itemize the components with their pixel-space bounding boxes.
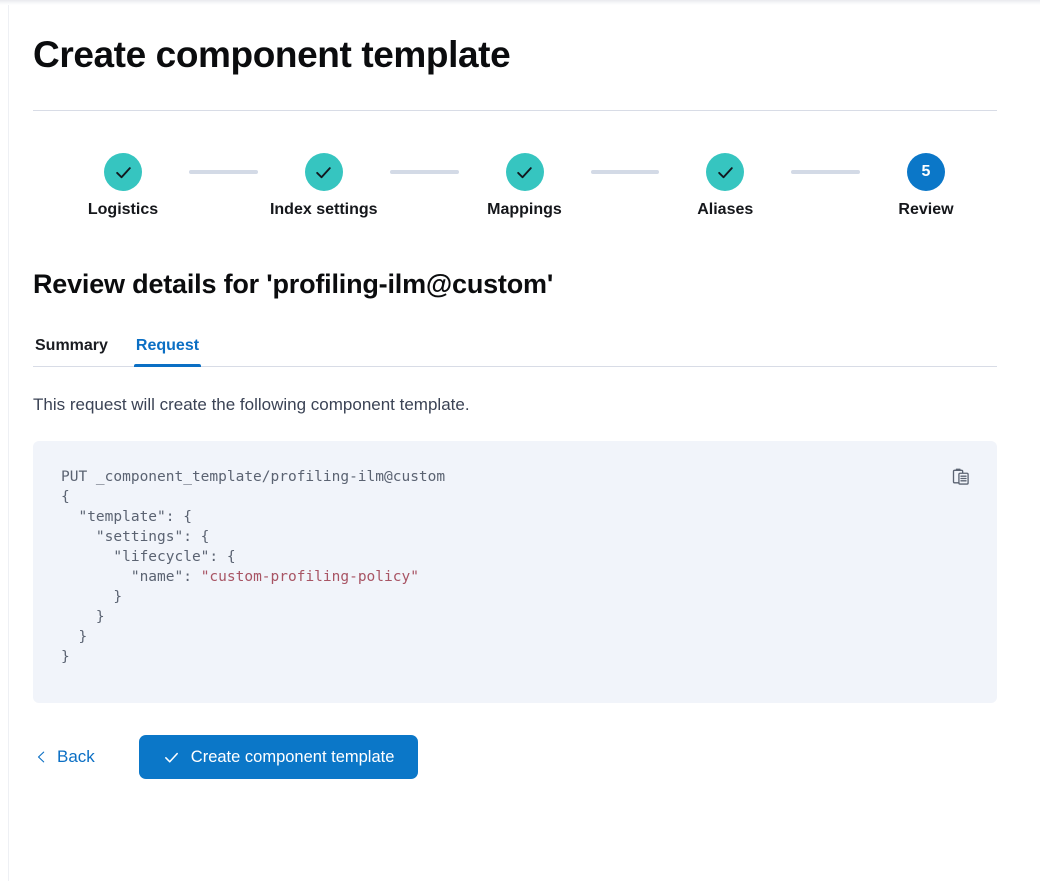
- step-logistics[interactable]: Logistics: [57, 153, 189, 219]
- step-aliases[interactable]: Aliases: [659, 153, 791, 219]
- step-circle-complete: [104, 153, 142, 191]
- step-mappings[interactable]: Mappings: [459, 153, 591, 219]
- step-label-review: Review: [898, 201, 954, 218]
- step-circle-current: 5: [907, 153, 945, 191]
- chevron-left-icon: [37, 751, 45, 763]
- wizard-footer: Back Create component template: [33, 735, 1016, 779]
- check-icon: [164, 752, 178, 763]
- create-component-template-button[interactable]: Create component template: [138, 735, 419, 779]
- step-connector-2: [389, 170, 459, 174]
- window-top-chrome: [0, 0, 1040, 5]
- back-button-label: Back: [57, 747, 95, 766]
- check-icon: [316, 166, 332, 178]
- step-circle-complete: [505, 153, 544, 191]
- step-review[interactable]: 5 Review: [860, 153, 992, 219]
- step-number: 5: [921, 163, 931, 180]
- tab-summary[interactable]: Summary: [33, 336, 110, 366]
- code-line-1: "template": {: [61, 509, 192, 525]
- back-button[interactable]: Back: [33, 743, 97, 771]
- step-index-settings[interactable]: Index settings: [258, 153, 390, 219]
- copy-clipboard-icon[interactable]: [947, 463, 975, 491]
- request-code: PUT _component_template/profiling-ilm@cu…: [61, 467, 969, 667]
- code-line-8: }: [61, 649, 70, 665]
- step-label-logistics: Logistics: [87, 201, 159, 218]
- code-line-4: "name":: [61, 569, 201, 585]
- page-container: Create component template Logistics Inde…: [8, 5, 1040, 881]
- step-connector-3: [590, 170, 660, 174]
- code-line-5: }: [61, 589, 123, 605]
- check-icon: [115, 166, 131, 178]
- code-line-7: }: [61, 629, 88, 645]
- code-string-value: "custom-profiling-policy": [200, 569, 419, 585]
- wizard-stepper: Logistics Index settings Mappings Aliase…: [33, 153, 1016, 219]
- check-icon: [717, 166, 733, 178]
- check-icon: [517, 166, 532, 178]
- code-line-2: "settings": {: [61, 529, 210, 545]
- step-circle-complete: [706, 153, 745, 191]
- request-code-block: PUT _component_template/profiling-ilm@cu…: [33, 441, 997, 703]
- create-component-template-label: Create component template: [190, 747, 395, 766]
- tab-request[interactable]: Request: [133, 336, 202, 367]
- step-connector-4: [791, 170, 860, 174]
- code-line-0: {: [61, 489, 70, 505]
- review-heading: Review details for 'profiling-ilm@custom…: [33, 269, 554, 299]
- step-label-aliases: Aliases: [697, 201, 754, 218]
- title-divider: [33, 110, 997, 111]
- request-method-line: PUT _component_template/profiling-ilm@cu…: [61, 469, 446, 485]
- review-tabs: Summary Request: [33, 327, 997, 367]
- code-line-6: }: [61, 609, 105, 625]
- step-label-index-settings: Index settings: [269, 201, 378, 218]
- step-circle-complete: [304, 153, 343, 191]
- step-label-mappings: Mappings: [487, 201, 562, 218]
- code-line-3: "lifecycle": {: [61, 549, 236, 565]
- request-description: This request will create the following c…: [33, 395, 470, 414]
- page-title: Create component template: [33, 34, 511, 75]
- step-connector-1: [189, 170, 258, 174]
